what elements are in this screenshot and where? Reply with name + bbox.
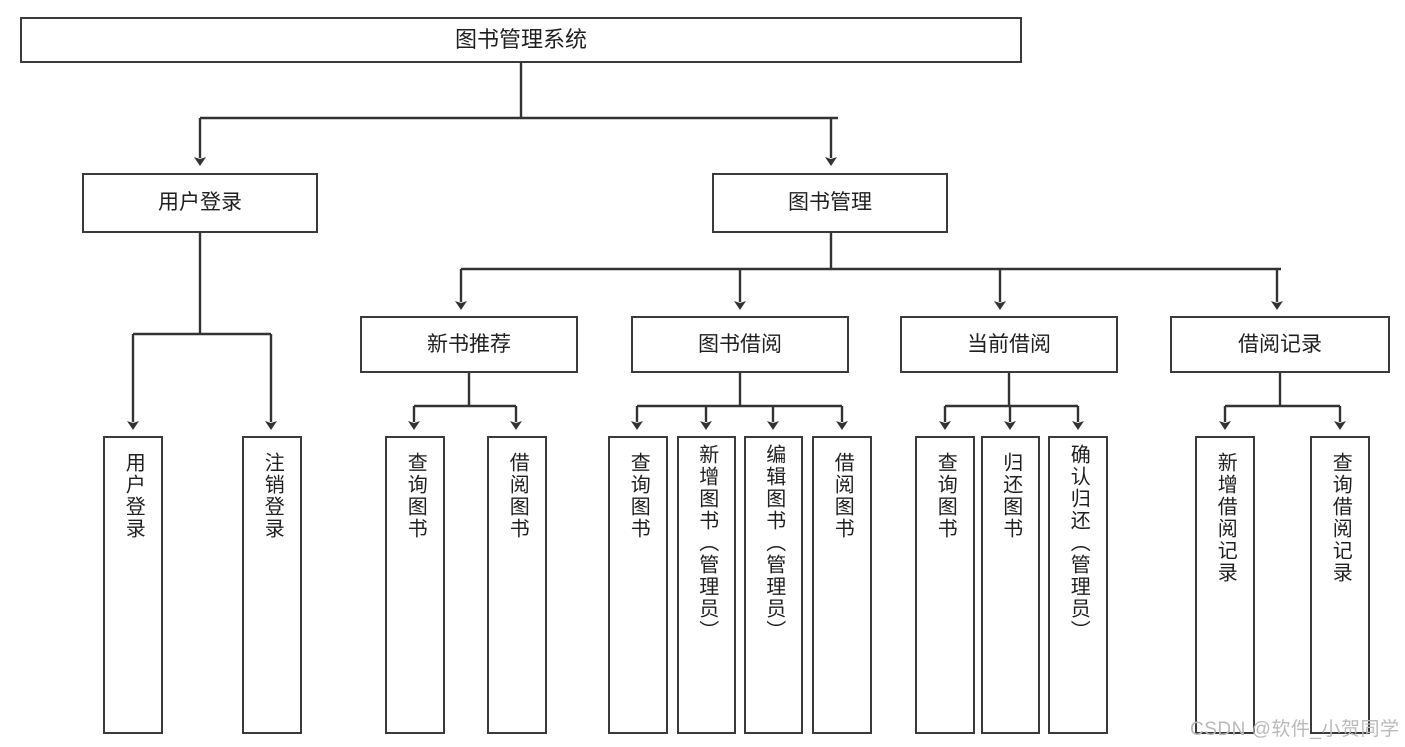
node-label: 用户登录 xyxy=(158,191,242,215)
leaf-logout-login[interactable]: 注销登录 xyxy=(242,436,302,734)
node-label: 编辑图书（管理员） xyxy=(762,444,785,642)
node-label: 归还图书 xyxy=(999,452,1022,540)
node-label: 查询图书 xyxy=(404,452,427,540)
node-label: 查询图书 xyxy=(627,452,650,540)
node-label: 图书借阅 xyxy=(698,332,782,356)
node-label: 借阅记录 xyxy=(1238,332,1322,356)
node-label: 借阅图书 xyxy=(506,452,529,540)
leaf-return-book[interactable]: 归还图书 xyxy=(981,436,1040,734)
node-root-system[interactable]: 图书管理系统 xyxy=(20,17,1022,63)
node-label: 确认归还（管理员） xyxy=(1067,444,1090,642)
node-user-login[interactable]: 用户登录 xyxy=(82,173,318,233)
leaf-borrow-book-recommend[interactable]: 借阅图书 xyxy=(487,436,547,734)
node-new-book-recommend[interactable]: 新书推荐 xyxy=(360,316,578,373)
csdn-watermark: CSDN @软件_小贺同学 xyxy=(1190,719,1400,740)
node-book-management[interactable]: 图书管理 xyxy=(712,173,948,233)
node-label: 新增图书（管理员） xyxy=(695,444,718,642)
node-label: 查询借阅记录 xyxy=(1329,452,1352,584)
node-label: 注销登录 xyxy=(261,452,284,540)
node-current-borrow[interactable]: 当前借阅 xyxy=(900,316,1118,373)
leaf-user-login[interactable]: 用户登录 xyxy=(103,436,163,734)
node-borrow-record[interactable]: 借阅记录 xyxy=(1170,316,1390,373)
node-label: 查询图书 xyxy=(934,452,957,540)
node-label: 借阅图书 xyxy=(831,452,854,540)
node-label: 图书管理系统 xyxy=(454,26,587,52)
leaf-query-book-recommend[interactable]: 查询图书 xyxy=(385,436,445,734)
leaf-add-borrow-record[interactable]: 新增借阅记录 xyxy=(1195,436,1255,734)
leaf-confirm-return[interactable]: 确认归还（管理员） xyxy=(1048,436,1108,734)
node-label: 新书推荐 xyxy=(427,332,511,356)
node-label: 当前借阅 xyxy=(967,332,1051,356)
leaf-edit-book[interactable]: 编辑图书（管理员） xyxy=(744,436,803,734)
leaf-query-book-current[interactable]: 查询图书 xyxy=(915,436,975,734)
leaf-borrow-book-borrow[interactable]: 借阅图书 xyxy=(812,436,872,734)
leaf-add-book[interactable]: 新增图书（管理员） xyxy=(677,436,736,734)
leaf-query-book-borrow[interactable]: 查询图书 xyxy=(608,436,668,734)
leaf-query-borrow-record[interactable]: 查询借阅记录 xyxy=(1310,436,1370,734)
node-label: 图书管理 xyxy=(788,191,872,215)
node-label: 新增借阅记录 xyxy=(1214,452,1237,584)
node-label: 用户登录 xyxy=(122,452,145,540)
node-book-borrow[interactable]: 图书借阅 xyxy=(631,316,849,373)
